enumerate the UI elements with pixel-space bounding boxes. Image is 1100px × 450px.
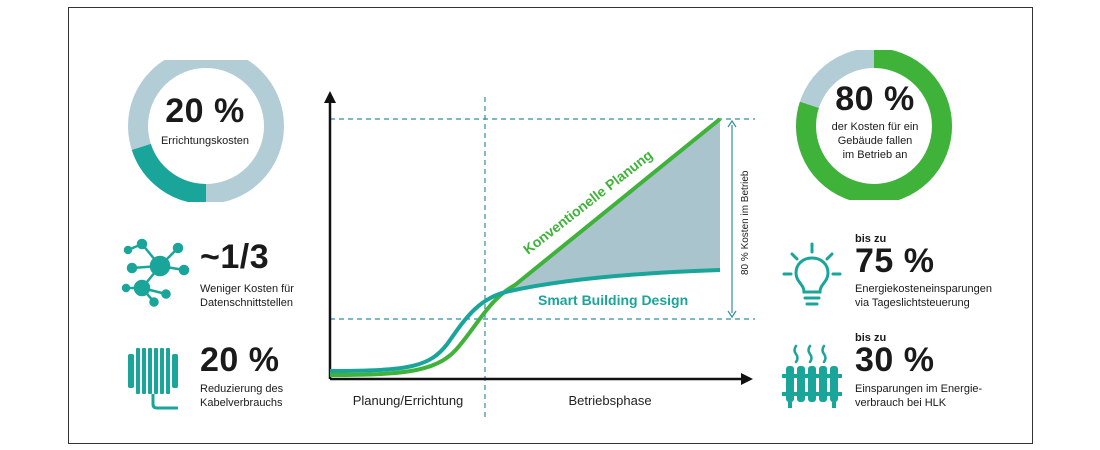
hlk-prefix: bis zu — [855, 332, 887, 344]
kabelverbrauch-label-line1: Reduzierung des — [200, 383, 284, 395]
kabelverbrauch-label: Reduzierung des Kabelverbrauchs — [200, 382, 283, 410]
betriebskosten-label-line2: Gebäude fallen — [837, 135, 913, 147]
network-icon — [121, 238, 190, 307]
betriebskosten-label-line1: der Kosten für ein — [831, 121, 919, 133]
light-bulb-icon — [782, 242, 842, 306]
radiator-icon — [782, 344, 842, 408]
schnittstellen-label-line1: Weniger Kosten für — [200, 283, 294, 295]
errichtungskosten-label: Errichtungskosten — [160, 135, 250, 147]
hlk-label: Einsparungen im Energie- verbrauch bei H… — [855, 382, 982, 410]
phase2-label: Betriebsphase — [568, 393, 651, 408]
y-axis-arrowhead — [324, 91, 336, 103]
smart-label: Smart Building Design — [538, 292, 688, 308]
kabelverbrauch-value: 20 % — [200, 341, 280, 379]
betriebskosten-donut — [796, 50, 952, 200]
hlk-label-line2: verbrauch bei HLK — [855, 397, 947, 409]
tageslicht-prefix: bis zu — [855, 233, 887, 245]
schnittstellen-label: Weniger Kosten für Datenschnittstellen — [200, 282, 294, 310]
infographic-frame — [68, 7, 1033, 444]
conventional-curve — [329, 117, 722, 377]
tageslicht-label-line1: Energiekosteneinsparungen — [855, 283, 992, 295]
hlk-label-line1: Einsparungen im Energie- — [855, 383, 983, 395]
smart-curve — [329, 268, 721, 373]
cable-reel-icon — [128, 348, 178, 410]
betriebskosten-label: der Kosten für ein Gebäude fallen im Bet… — [805, 120, 945, 162]
span-arrow — [727, 119, 737, 319]
tageslicht-value: 75 % — [855, 242, 935, 280]
span-label: 80 % Kosten im Betrieb — [740, 170, 751, 275]
phase1-label: Planung/Errichtung — [353, 393, 464, 408]
kabelverbrauch-label-line2: Kabelverbrauchs — [200, 397, 283, 409]
tageslicht-label-line2: via Tageslichtsteuerung — [855, 297, 970, 309]
cost-curve-diagram: 80 % Kosten im Betrieb Konventionelle Pl… — [324, 91, 755, 417]
schnittstellen-value: ~1/3 — [200, 238, 270, 276]
schnittstellen-label-line2: Datenschnittstellen — [200, 297, 293, 309]
x-axis-arrowhead — [741, 373, 753, 385]
errichtungskosten-value: 20 % — [165, 92, 245, 130]
betriebskosten-label-line3: im Betrieb an — [842, 149, 908, 161]
errichtungskosten-donut — [128, 60, 284, 202]
betriebskosten-value: 80 % — [835, 80, 915, 118]
hlk-value: 30 % — [855, 341, 935, 379]
tageslicht-label: Energiekosteneinsparungen via Tageslicht… — [855, 282, 992, 310]
